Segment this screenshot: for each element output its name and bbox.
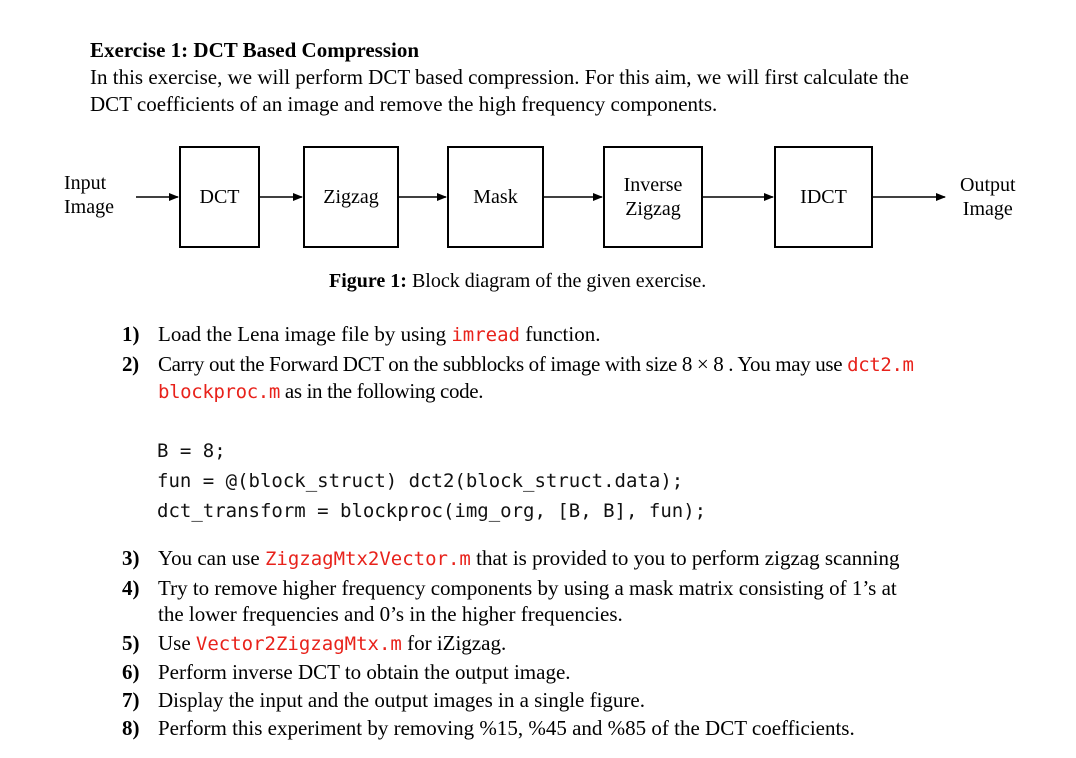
zigzag-block: Zigzag [303, 146, 399, 248]
mask-block: Mask [447, 146, 544, 248]
code-zigzagmtx2vector: ZigzagMtx2Vector.m [264, 548, 471, 570]
intro-line-1: In this exercise, we will perform DCT ba… [90, 65, 909, 89]
step-4: 4)Try to remove higher frequency compone… [122, 576, 897, 626]
code-line-2: fun = @(block_struct) dct2(block_struct.… [157, 470, 684, 492]
code-dct2: dct2.m [847, 354, 914, 376]
step-6: 6)Perform inverse DCT to obtain the outp… [122, 660, 571, 684]
intro-paragraph: In this exercise, we will perform DCT ba… [90, 64, 909, 118]
code-line-3: dct_transform = blockproc(img_org, [B, B… [157, 500, 707, 522]
idct-block: IDCT [774, 146, 873, 248]
dct-block: DCT [179, 146, 260, 248]
figure-label: Figure 1: [329, 270, 407, 292]
inverse-zigzag-block: Inverse Zigzag [603, 146, 703, 248]
step-8: 8)Perform this experiment by removing %1… [122, 716, 855, 740]
intro-line-2: DCT coefficients of an image and remove … [90, 92, 718, 116]
diagram-arrows [136, 193, 946, 201]
step-5: 5)Use Vector2ZigzagMtx.m for iZigzag. [122, 631, 507, 655]
figure-caption: Figure 1: Block diagram of the given exe… [329, 270, 706, 293]
step-1: 1)Load the Lena image file by using imre… [122, 322, 601, 346]
exercise-title: Exercise 1: DCT Based Compression [90, 38, 420, 62]
code-line-1: B = 8; [157, 440, 226, 462]
code-imread: imread [451, 324, 520, 346]
step-2: 2)Carry out the Forward DCT on the subbl… [122, 352, 914, 403]
figure-caption-text: Block diagram of the given exercise. [406, 270, 707, 292]
code-vector2zigzagmtx: Vector2ZigzagMtx.m [195, 633, 402, 655]
input-image-label: Input Image [64, 172, 114, 218]
step-3: 3)You can use ZigzagMtx2Vector.m that is… [122, 546, 900, 570]
code-block: B = 8; fun = @(block_struct) dct2(block_… [157, 436, 706, 526]
output-image-label: Output Image [960, 174, 1016, 220]
step-7: 7)Display the input and the output image… [122, 688, 645, 712]
code-blockproc: blockproc.m [158, 381, 280, 403]
